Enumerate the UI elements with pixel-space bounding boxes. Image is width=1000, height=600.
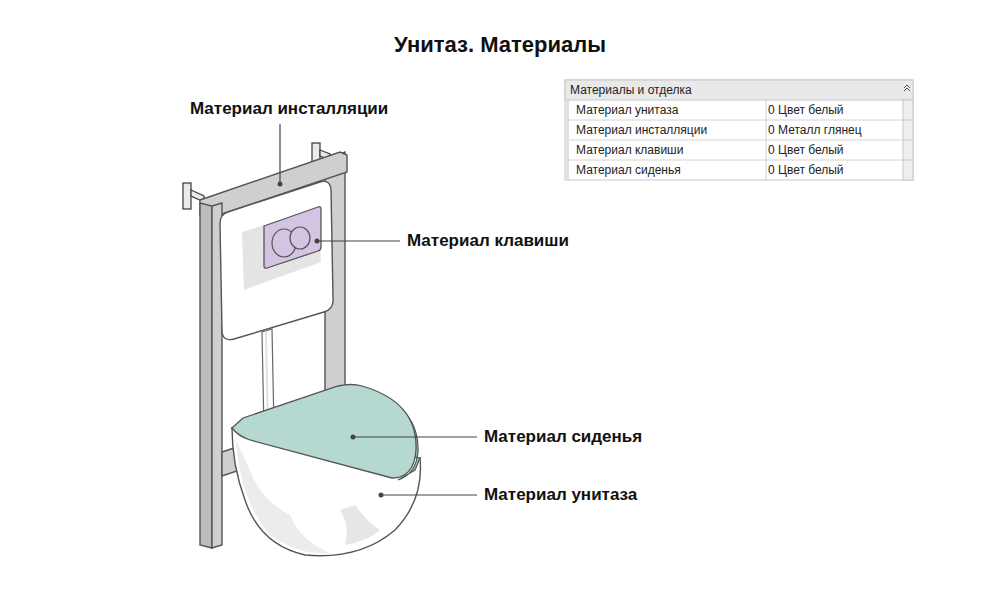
properties-table <box>565 80 913 180</box>
bracket-plate <box>183 183 191 209</box>
table-header: Материалы и отделка <box>570 80 692 100</box>
button-plate <box>264 207 321 269</box>
table-row-line <box>565 160 903 161</box>
table-cell: Материал унитаза <box>576 100 678 120</box>
leader-line <box>279 124 280 184</box>
table-left-band <box>565 100 569 180</box>
table-cell: 0 Цвет белый <box>768 100 844 120</box>
table-cell: Материал сиденья <box>576 160 681 180</box>
callout-label: Материал унитаза <box>484 485 637 505</box>
leader-line <box>381 494 477 495</box>
callout-label: Материал клавиши <box>407 231 569 251</box>
table-scrollbar <box>903 100 913 180</box>
table-header <box>565 80 913 100</box>
leader-dot <box>278 182 283 187</box>
callout-label: Материал сиденья <box>484 427 642 447</box>
table-column-line <box>766 100 767 180</box>
table-cell: 0 Металл глянец <box>768 120 862 140</box>
button-large <box>290 227 310 249</box>
table-cell: 0 Цвет белый <box>768 160 844 180</box>
table-frame <box>565 80 913 180</box>
scroll-line <box>903 140 913 141</box>
callout-label: Материал инсталляции <box>190 99 388 119</box>
scroll-line <box>903 160 913 161</box>
leader-line <box>317 240 400 241</box>
collapse-icon <box>904 85 910 91</box>
scroll-line <box>903 120 913 121</box>
cistern-panel <box>220 181 333 339</box>
frame-left-post-side <box>200 203 212 548</box>
table-cell: Материал клавиши <box>576 140 683 160</box>
page-title: Унитаз. Материалы <box>394 32 606 58</box>
table-cell: 0 Цвет белый <box>768 140 844 160</box>
flush-button <box>264 207 321 269</box>
seat-lid <box>232 385 416 479</box>
toilet-seat <box>232 385 420 481</box>
table-row-line <box>565 120 903 121</box>
bowl-reflection <box>340 505 380 545</box>
table-row-line <box>565 140 903 141</box>
table-cell: Материал инсталляции <box>576 120 707 140</box>
leader-lines <box>280 124 477 495</box>
leader-line <box>353 436 477 437</box>
